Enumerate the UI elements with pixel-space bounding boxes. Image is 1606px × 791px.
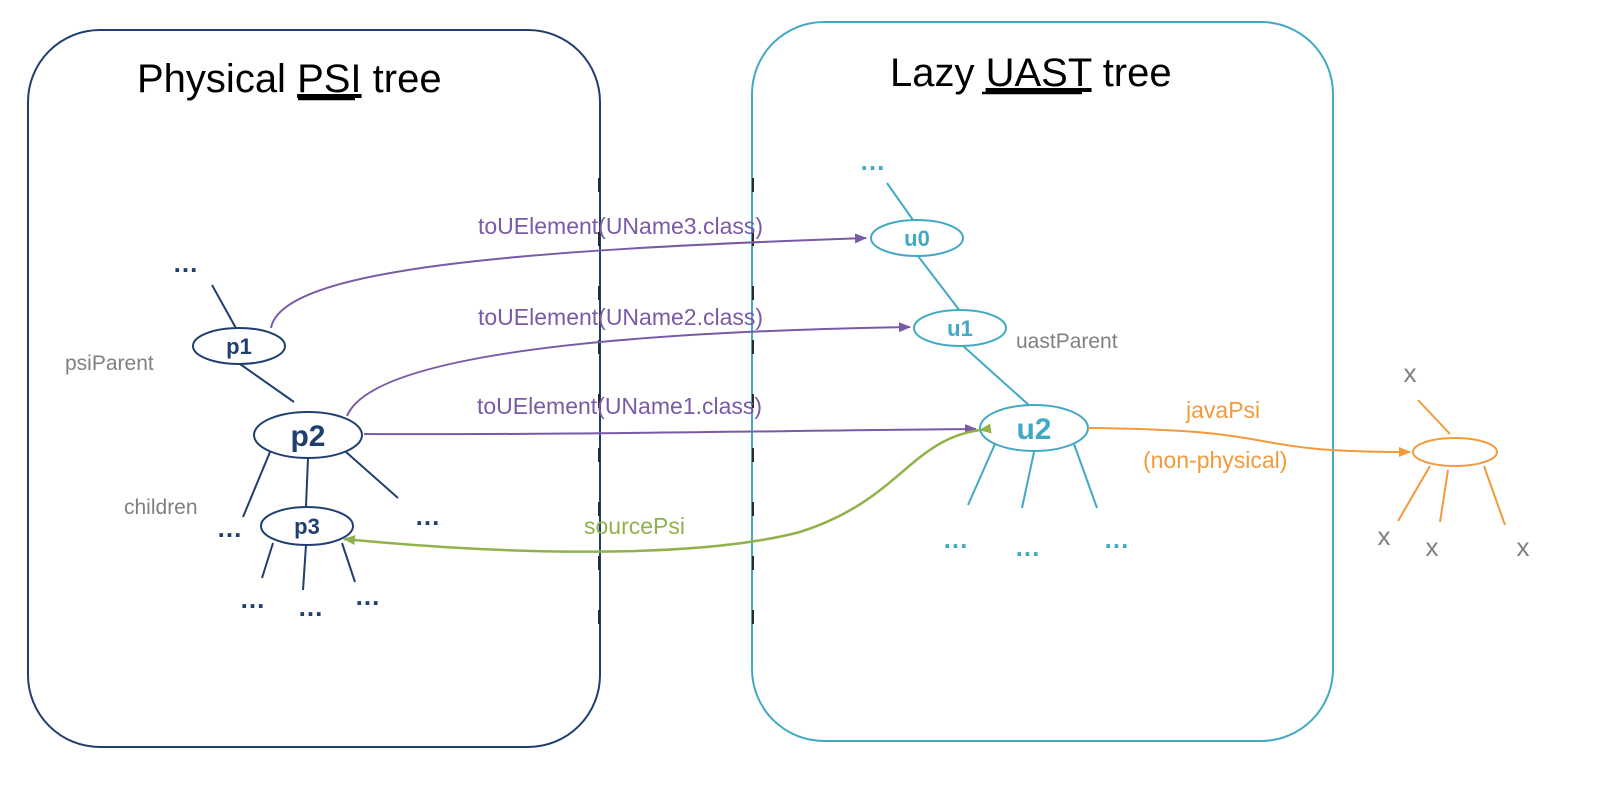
uast-ellipsis-top: ... [861,146,886,176]
uast-panel-frame [751,21,1334,742]
uast-panel: Lazy UAST tree u0 u1 u2 ... ... [751,21,1334,742]
uast-panel-title: Lazy UAST tree [890,51,1172,95]
uast-ellipsis-bottom-2: ... [1016,532,1041,562]
psi-ellipsis-bottom-1: ... [241,584,266,614]
uast-node-u1: u1 [913,309,1007,347]
psi-ellipsis-bottom-2: ... [299,592,324,622]
arrow-source-psi: sourcePsi [343,423,992,553]
psi-ellipsis-left: ... [218,513,243,543]
uast-parent-label: uastParent [1016,330,1118,353]
panel-gap-dashes [598,178,754,640]
psi-node-p3: p3 [260,506,354,546]
arrow-to-u2-label: toUElement(UName1.class) [477,393,762,419]
arrow-to-u0: toUElement(UName3.class) [270,213,867,329]
arrow-to-u0-label: toUElement(UName3.class) [478,213,763,239]
java-leaf-top: x [1404,358,1417,388]
svg-text:u2: u2 [1016,413,1051,446]
psi-ellipsis-bottom-3: ... [356,581,381,611]
arrow-java-psi-label: javaPsi [1185,397,1260,423]
arrow-to-u1: toUElement(UName2.class) [346,304,911,417]
psi-panel-title: Physical PSI tree [137,57,442,101]
svg-text:u0: u0 [904,226,930,251]
uast-ellipsis-bottom-3: ... [1105,524,1130,554]
svg-text:u1: u1 [947,316,973,341]
java-leaf-1: x [1378,521,1391,551]
psi-parent-label: psiParent [65,352,154,375]
arrow-to-u1-label: toUElement(UName2.class) [478,304,763,330]
java-psi-node [1412,437,1498,467]
arrow-non-physical-label: (non-physical) [1143,447,1287,473]
java-leaf-3: x [1517,532,1530,562]
java-leaf-2: x [1426,532,1439,562]
java-psi-tree: x x x x [1378,358,1530,562]
psi-ellipsis-top: ... [174,248,199,278]
svg-text:p1: p1 [226,334,252,359]
psi-children-label: children [124,496,198,519]
psi-ellipsis-right: ... [416,501,441,531]
arrow-source-psi-label: sourcePsi [584,513,685,539]
psi-node-p1: p1 [192,327,286,365]
psi-panel: Physical PSI tree p1 p2 p3 [27,29,601,748]
uast-node-u0: u0 [870,219,964,257]
svg-text:p3: p3 [294,514,320,539]
arrow-java-psi: javaPsi (non-physical) [1087,397,1411,473]
uast-node-u2: u2 [979,404,1089,452]
svg-text:p2: p2 [290,420,325,453]
psi-node-p2: p2 [253,411,363,459]
arrow-to-u2: toUElement(UName1.class) [363,393,977,436]
uast-ellipsis-bottom-1: ... [944,524,969,554]
psi-panel-frame [27,29,601,748]
